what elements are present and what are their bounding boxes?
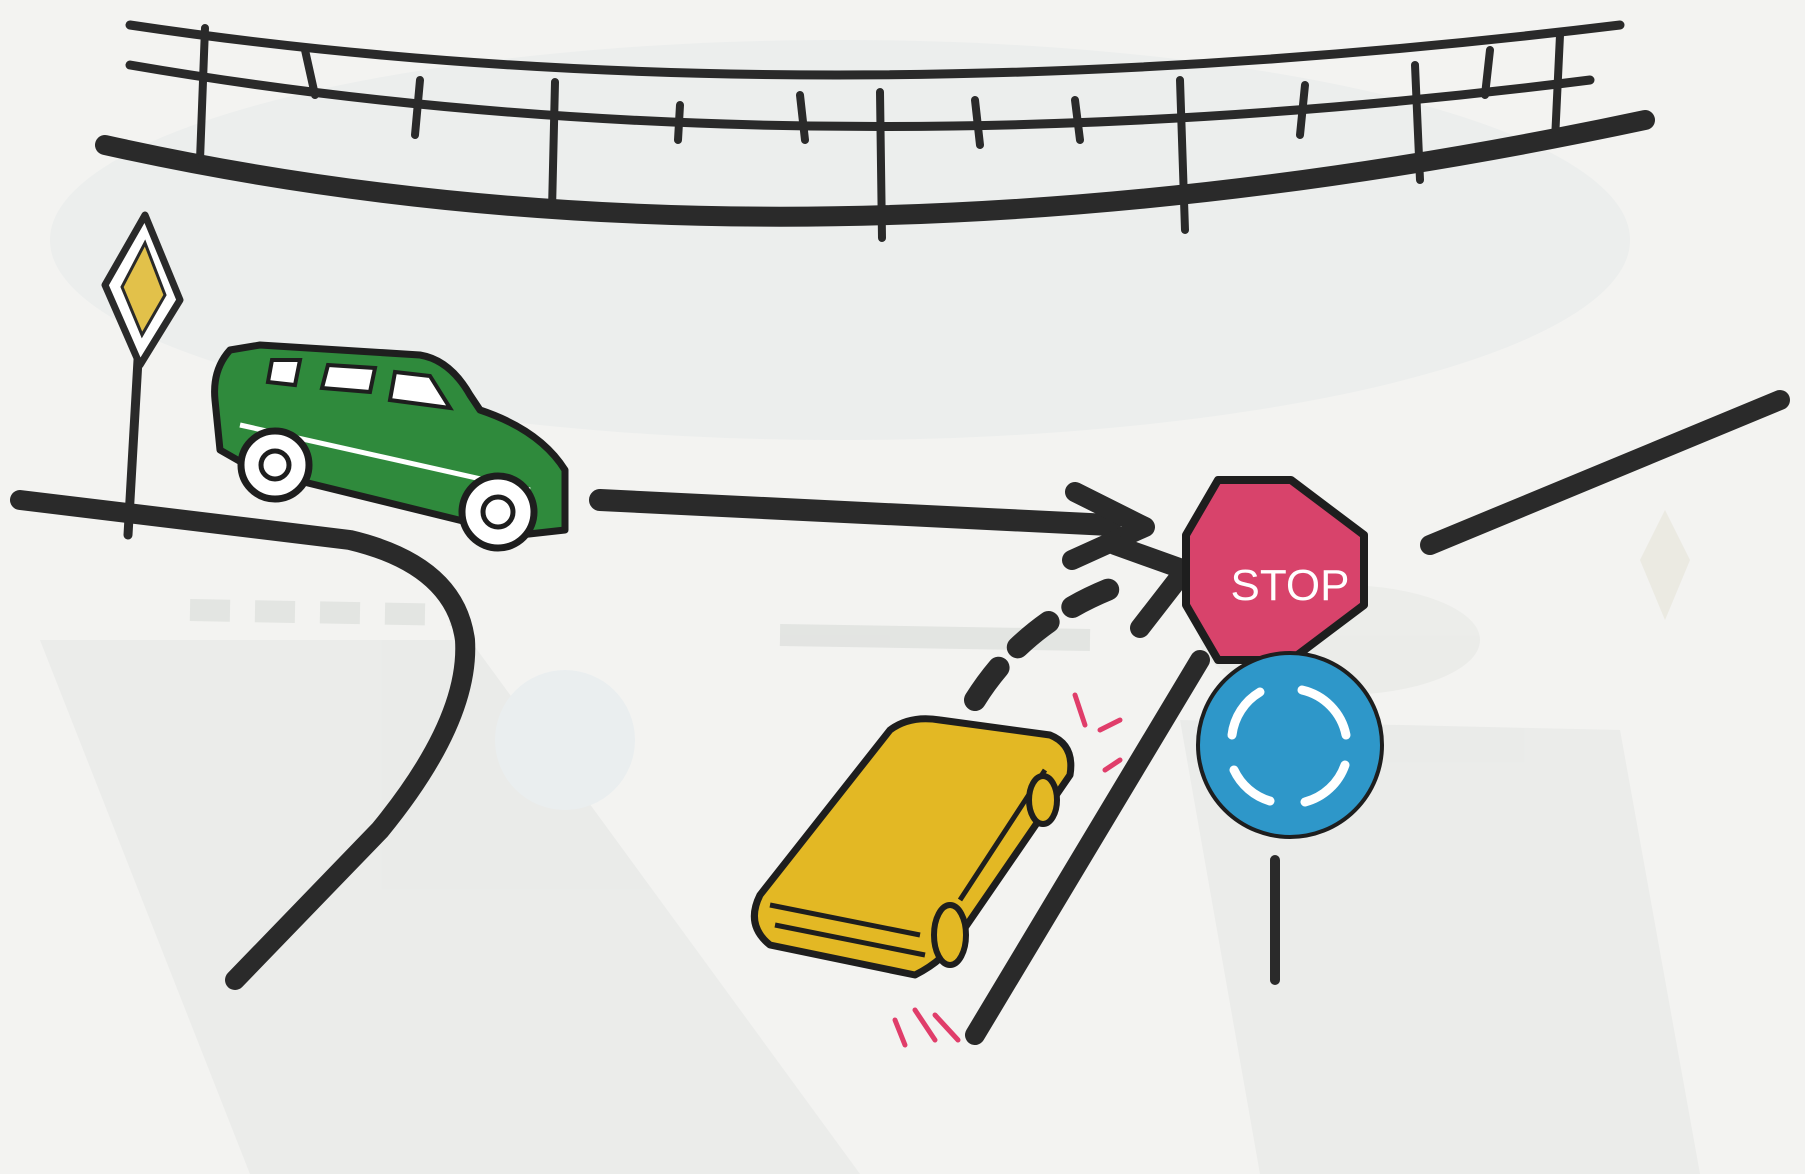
green-car-window-1	[268, 360, 300, 385]
ghost-arrow-left	[190, 610, 460, 615]
ghost-sign-circle	[495, 670, 635, 810]
ghost-diamond-right	[1640, 510, 1690, 620]
road-edge-right-upper	[1430, 400, 1780, 545]
green-car-window-2	[322, 365, 375, 392]
green-car-path-arrow	[600, 492, 1145, 560]
roundabout-sign-disc	[1198, 653, 1382, 837]
arrowhead-curved-icon	[1115, 545, 1185, 628]
yellow-car-wheel-rear	[934, 905, 966, 965]
yellow-car-wheel-front	[1029, 776, 1057, 824]
green-car-wheel-rear	[241, 431, 309, 499]
yellow-car-path-arrow	[975, 545, 1185, 700]
green-car-wheel-front	[462, 476, 534, 548]
stop-sign-text: STOP	[1230, 561, 1349, 610]
